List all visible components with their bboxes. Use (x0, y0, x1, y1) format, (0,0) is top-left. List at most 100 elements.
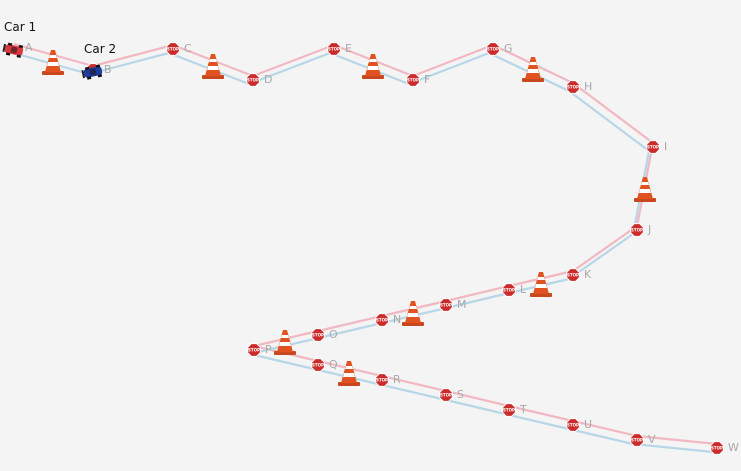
stop-sign-icon: STOP (710, 441, 724, 455)
checkpoint-v: STOP V (630, 433, 656, 447)
checkpoint-label: W (728, 441, 739, 454)
checkpoint-label: L (520, 283, 527, 296)
traffic-cone (530, 272, 552, 297)
stop-sign-icon: STOP (327, 42, 341, 56)
stop-sign-text: STOP (647, 145, 659, 150)
stop-sign-text: STOP (247, 78, 259, 83)
checkpoint-o: STOP O (311, 328, 338, 342)
checkpoint-label: H (584, 80, 592, 93)
checkpoint-label: C (184, 42, 192, 55)
checkpoint-label: B (104, 63, 112, 76)
car-2-track (9, 50, 714, 454)
traffic-cone (274, 330, 296, 355)
stop-sign-icon: STOP (311, 328, 325, 342)
checkpoint-a: A (25, 41, 33, 54)
stop-sign-text: STOP (312, 333, 324, 338)
checkpoint-label: A (25, 41, 33, 54)
traffic-cone (634, 177, 656, 202)
car-2-label: Car 2 (84, 42, 116, 56)
stop-sign-text: STOP (631, 438, 643, 443)
checkpoint-label: T (519, 403, 527, 416)
stop-sign-text: STOP (167, 47, 179, 52)
checkpoint-label: E (345, 42, 352, 55)
traffic-cone (42, 50, 64, 75)
checkpoint-j: STOP J (630, 223, 651, 237)
checkpoint-m: STOP M (439, 298, 467, 312)
checkpoint-i: STOP I (646, 140, 667, 154)
checkpoint-u: STOP U (566, 418, 592, 432)
stop-sign-text: STOP (440, 393, 452, 398)
stop-sign-text: STOP (567, 273, 579, 278)
stop-sign-text: STOP (328, 47, 340, 52)
stop-sign-icon: STOP (502, 403, 516, 417)
stop-sign-icon: STOP (646, 140, 660, 154)
traffic-cone (402, 301, 424, 326)
traffic-cone (338, 361, 360, 386)
stop-sign-text: STOP (631, 228, 643, 233)
traffic-cones (42, 50, 656, 386)
car-1-icon (2, 42, 24, 58)
stop-sign-icon: STOP (311, 358, 325, 372)
checkpoint-label: N (393, 313, 401, 326)
checkpoint-label: G (504, 42, 513, 55)
stop-sign-icon: STOP (166, 42, 180, 56)
stop-sign-icon: STOP (247, 343, 261, 357)
checkpoint-r: STOP R (375, 373, 401, 387)
stop-sign-icon: STOP (502, 283, 516, 297)
stop-sign-icon: STOP (439, 298, 453, 312)
checkpoint-label: F (424, 73, 430, 86)
checkpoint-label: R (393, 373, 401, 386)
checkpoint-label: O (329, 328, 338, 341)
stop-sign-text: STOP (711, 446, 723, 451)
checkpoint-label: U (584, 418, 592, 431)
stop-sign-icon: STOP (246, 73, 260, 87)
checkpoints: ASTOPBSTOPCSTOPDSTOPESTOPFSTOPGSTOPHSTOP… (25, 41, 739, 455)
checkpoint-label: Q (329, 358, 338, 371)
stop-sign-icon: STOP (566, 268, 580, 282)
traffic-cone (202, 54, 224, 79)
stop-sign-icon: STOP (439, 388, 453, 402)
stop-sign-text: STOP (567, 423, 579, 428)
stop-sign-text: STOP (503, 408, 515, 413)
stop-sign-text: STOP (248, 348, 260, 353)
stop-sign-text: STOP (376, 318, 388, 323)
checkpoint-label: M (457, 298, 467, 311)
checkpoint-f: STOP F (406, 73, 430, 87)
car-2-icon (81, 64, 103, 80)
checkpoint-p: STOP P (247, 343, 272, 357)
checkpoint-label: J (647, 223, 651, 236)
stop-sign-icon: STOP (486, 42, 500, 56)
stop-sign-text: STOP (312, 363, 324, 368)
checkpoint-n: STOP N (375, 313, 401, 327)
checkpoint-label: I (664, 140, 667, 153)
car-1-track (13, 42, 718, 446)
checkpoint-q: STOP Q (311, 358, 338, 372)
stop-sign-icon: STOP (406, 73, 420, 87)
stop-sign-text: STOP (440, 303, 452, 308)
stop-sign-icon: STOP (566, 418, 580, 432)
race-tracks (9, 42, 718, 454)
stop-sign-text: STOP (376, 378, 388, 383)
checkpoint-e: STOP E (327, 42, 352, 56)
car-1-label: Car 1 (4, 20, 36, 34)
stop-sign-text: STOP (487, 47, 499, 52)
checkpoint-label: P (265, 343, 272, 356)
stop-sign-text: STOP (503, 288, 515, 293)
stop-sign-icon: STOP (630, 223, 644, 237)
checkpoint-w: STOP W (710, 441, 739, 455)
traffic-cone (522, 57, 544, 82)
cars (2, 42, 103, 80)
traffic-cone (362, 54, 384, 79)
stop-sign-icon: STOP (375, 313, 389, 327)
checkpoint-g: STOP G (486, 42, 513, 56)
checkpoint-t: STOP T (502, 403, 527, 417)
checkpoint-c: STOP C (166, 42, 192, 56)
checkpoint-label: S (457, 388, 464, 401)
stop-sign-icon: STOP (630, 433, 644, 447)
checkpoint-l: STOP L (502, 283, 527, 297)
checkpoint-label: V (648, 433, 656, 446)
